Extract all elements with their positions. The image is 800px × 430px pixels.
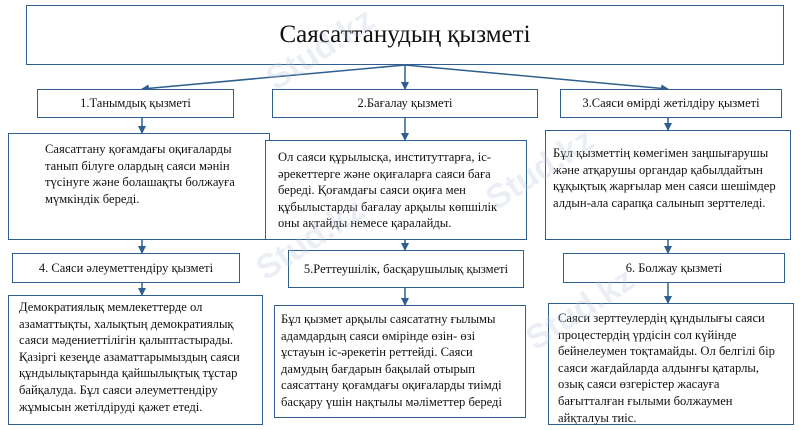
function-5-heading: 5.Реттеушілік, басқарушылық қызметі xyxy=(288,250,524,288)
diagram-title: Саясаттанудың қызметі xyxy=(26,5,784,65)
function-6-description: Саяси зерттеулердің құндылығы саяси проц… xyxy=(548,303,794,425)
function-6-heading: 6. Болжау қызметі xyxy=(563,253,785,283)
function-4-heading: 4. Саяси әлеуметтендіру қызметі xyxy=(12,253,240,283)
arrow-to-func-1 xyxy=(141,64,406,93)
function-3-heading: 3.Саяси өмірді жетілдіру қызметі xyxy=(560,89,782,118)
function-3-description: Бұл қызметтің көмегімен заңшығарушы және… xyxy=(545,130,791,240)
function-2-description: Ол саяси құрылысқа, институттарға, іс-әр… xyxy=(265,140,527,240)
function-2-heading: 2.Бағалау қызметі xyxy=(272,89,538,118)
function-5-description: Бұл қызмет арқылы саясататну ғылымы адам… xyxy=(274,305,526,418)
function-1-description: Саясаттану қоғамдағы оқиғаларды танып бі… xyxy=(8,133,270,240)
function-4-description: Демократиялық мемлекеттерде ол азаматтық… xyxy=(8,295,263,425)
function-1-heading: 1.Танымдық қызметі xyxy=(37,89,234,118)
arrow-to-func-3 xyxy=(404,64,669,93)
